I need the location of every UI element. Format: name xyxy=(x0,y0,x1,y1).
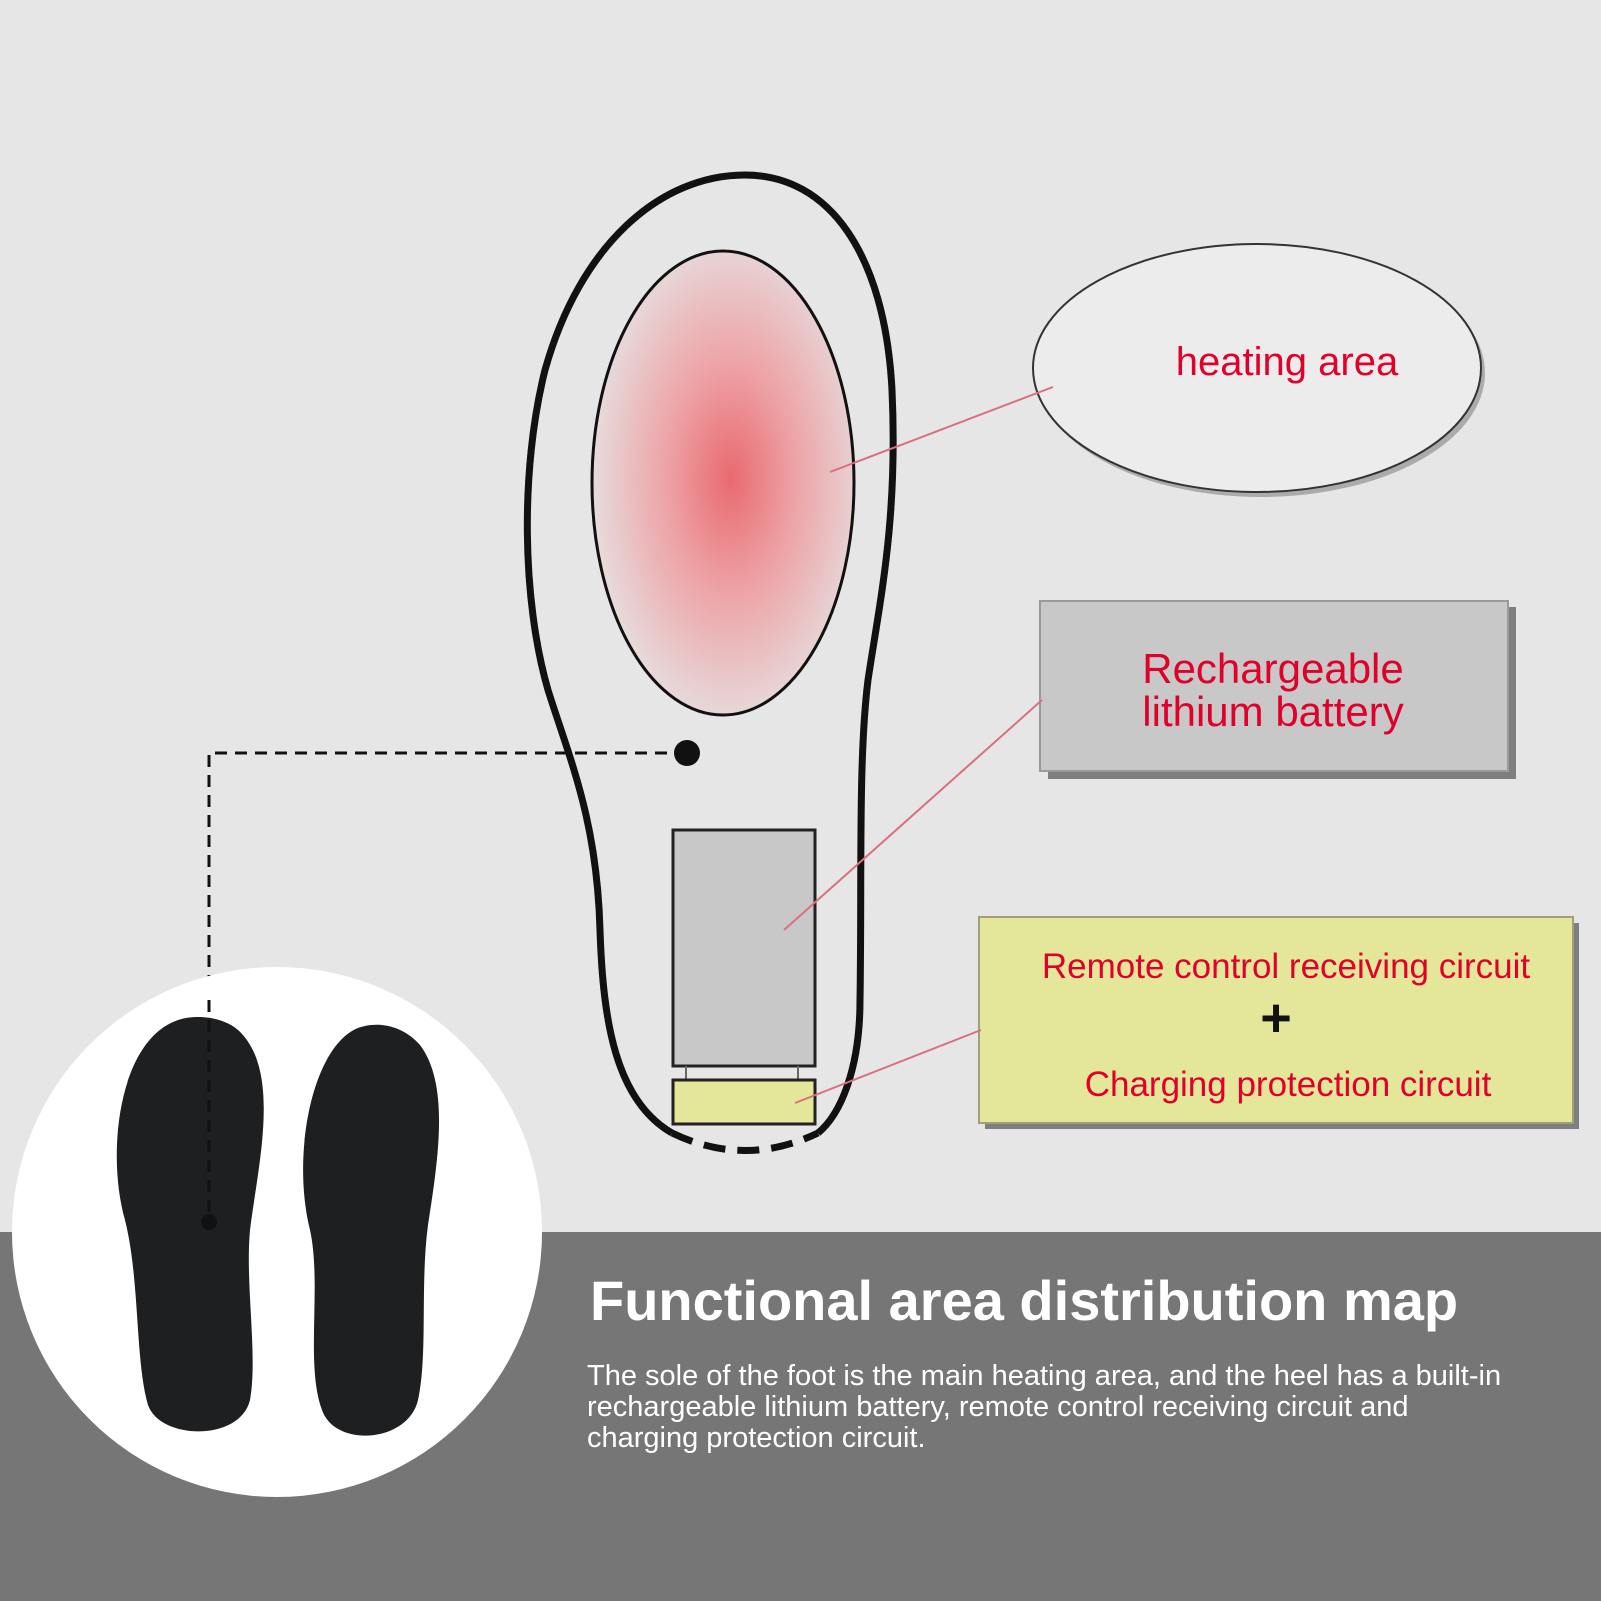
circuit-leader-line xyxy=(794,1029,982,1104)
circuit-label-line1: Remote control receiving circuit xyxy=(1042,947,1531,986)
insole-heel-dashed xyxy=(670,1129,820,1154)
circuit-callout xyxy=(978,916,1574,1124)
heating-area-callout xyxy=(1032,243,1482,493)
plus-sign: + xyxy=(1260,988,1292,1048)
circuit-label-line2: Charging protection circuit xyxy=(1085,1065,1492,1104)
battery-label-line2: lithium battery xyxy=(1142,688,1403,735)
page-title: Functional area distribution map xyxy=(590,1269,1459,1332)
circuit-compartment xyxy=(671,1078,817,1126)
connector-dot-photo xyxy=(201,1214,217,1230)
heating-area-label: heating area xyxy=(1176,340,1399,384)
insole-outline xyxy=(523,171,897,1137)
battery-label-line1: Rechargeable xyxy=(1142,645,1404,692)
right-insole-photo xyxy=(303,1024,440,1436)
product-photo-circle xyxy=(12,967,542,1497)
left-insole-photo xyxy=(116,1017,264,1432)
battery-compartment xyxy=(671,828,817,1068)
heating-leader-line xyxy=(829,386,1054,473)
battery-leader-line xyxy=(783,699,1043,931)
battery-callout xyxy=(1039,600,1509,772)
heating-area xyxy=(590,249,856,717)
description-text: The sole of the foot is the main heating… xyxy=(587,1360,1502,1454)
